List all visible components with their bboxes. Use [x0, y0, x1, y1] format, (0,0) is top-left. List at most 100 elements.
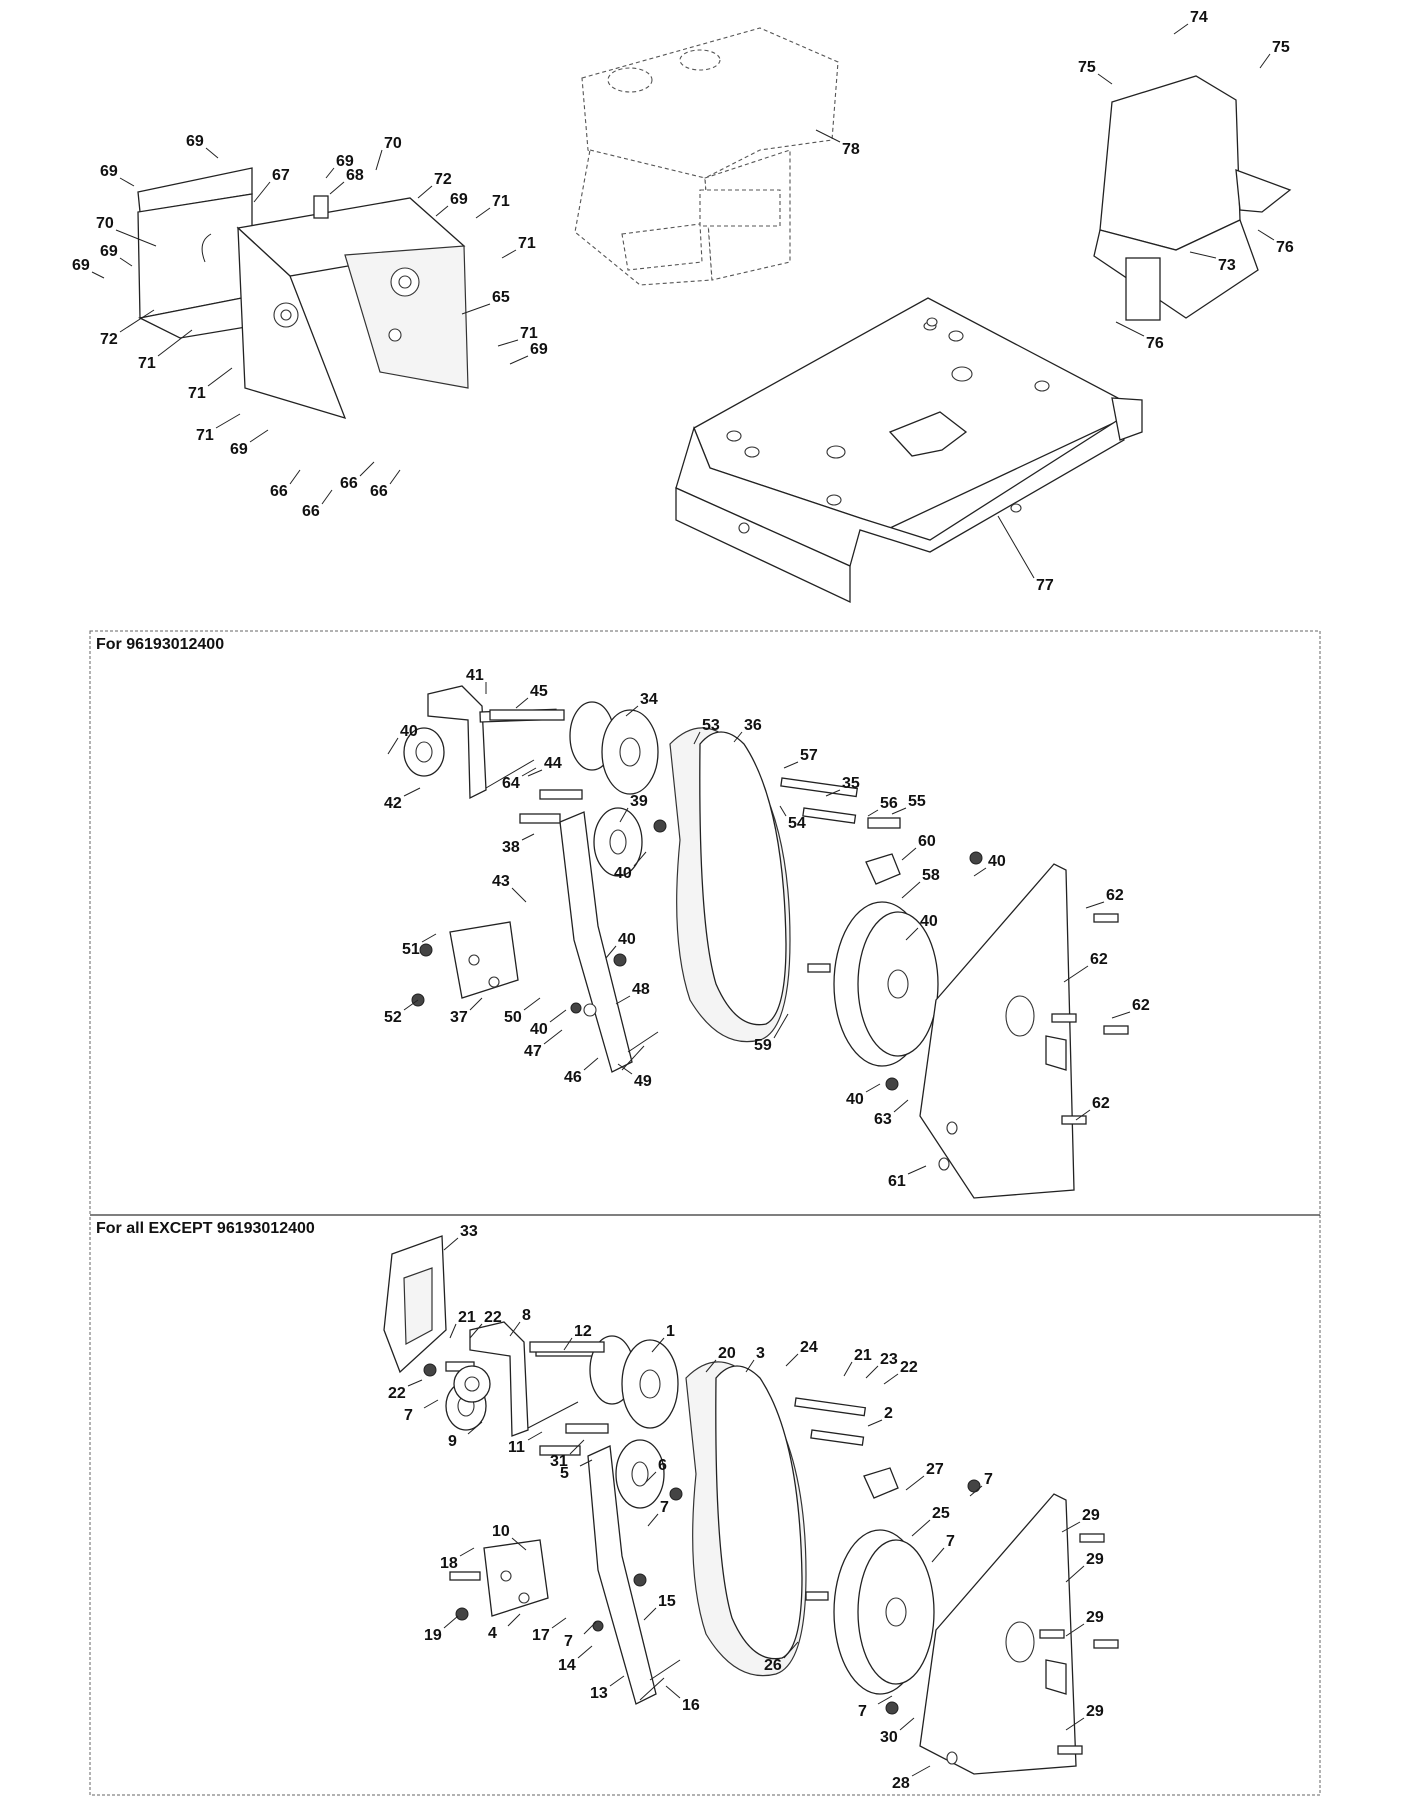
callout-leader-line: [899, 1717, 915, 1731]
callout-leader-line: [475, 207, 491, 219]
belt-drawing-mid: [669, 727, 791, 1043]
callout-label: 40: [988, 853, 1006, 870]
callout-leader-line: [745, 1359, 755, 1373]
callout-leader-line: [625, 705, 639, 717]
callout-leader-line: [375, 149, 383, 171]
callout-label: 71: [520, 325, 538, 342]
callout-label: 40: [618, 931, 636, 948]
callout-leader-line: [119, 177, 135, 187]
callout-label: 77: [1036, 577, 1054, 594]
callout-label: 76: [1276, 239, 1294, 256]
callout-leader-line: [969, 1485, 983, 1497]
callout-label: 71: [138, 355, 156, 372]
callout-leader-line: [931, 1547, 945, 1563]
callout-leader-line: [501, 249, 517, 259]
callout-leader-line: [1065, 1717, 1085, 1731]
callout-leader-line: [773, 1013, 789, 1039]
callout-label: 48: [632, 981, 650, 998]
callout-label: 71: [196, 427, 214, 444]
callout-label: 45: [530, 683, 548, 700]
callout-label: 65: [492, 289, 510, 306]
section-frame-middle: [89, 630, 1321, 1216]
callout-leader-line: [883, 1373, 899, 1385]
callout-label: 63: [874, 1111, 892, 1128]
callout-leader-line: [563, 1337, 573, 1351]
callout-leader-line: [443, 1237, 459, 1251]
callout-label: 26: [764, 1657, 782, 1674]
callout-label: 37: [450, 1009, 468, 1026]
callout-label: 69: [336, 153, 354, 170]
callout-label: 4: [488, 1625, 497, 1642]
callout-leader-line: [359, 461, 375, 477]
callout-label: 66: [302, 503, 320, 520]
callout-leader-line: [215, 413, 241, 429]
callout-leader-line: [865, 1365, 879, 1379]
callout-label: 10: [492, 1523, 510, 1540]
callout-leader-line: [509, 355, 529, 365]
callout-label: 61: [888, 1173, 906, 1190]
callout-label: 71: [188, 385, 206, 402]
callout-label: 29: [1082, 1507, 1100, 1524]
callout-leader-line: [549, 1009, 567, 1023]
callout-label: 53: [702, 717, 720, 734]
callout-label: 62: [1106, 887, 1124, 904]
callout-label: 7: [984, 1471, 993, 1488]
callout-leader-line: [1257, 229, 1275, 241]
section-title-lower: For all EXCEPT 96193012400: [96, 1220, 315, 1237]
callout-leader-line: [733, 731, 743, 743]
bracket-assembly-drawing: [137, 167, 469, 420]
callout-label: 58: [922, 867, 940, 884]
callout-label: 69: [100, 163, 118, 180]
callout-leader-line: [115, 229, 157, 247]
callout-label: 74: [1190, 9, 1208, 26]
callout-label: 9: [448, 1433, 457, 1450]
callout-label: 75: [1078, 59, 1096, 76]
callout-label: 15: [658, 1593, 676, 1610]
callout-leader-line: [461, 303, 491, 315]
callout-label: 51: [402, 941, 420, 958]
callout-leader-line: [825, 789, 841, 797]
drive-pulley-58-drawing: [833, 901, 939, 1067]
callout-label: 55: [908, 793, 926, 810]
drive-pulley-25-drawing: [833, 1529, 935, 1695]
callout-leader-line: [579, 1459, 593, 1467]
callout-label: 69: [100, 243, 118, 260]
callout-label: 5: [560, 1465, 569, 1482]
callout-label: 2: [884, 1405, 893, 1422]
callout-label: 11: [508, 1439, 525, 1456]
callout-leader-line: [521, 767, 537, 777]
callout-label: 71: [518, 235, 536, 252]
callout-label: 19: [424, 1627, 442, 1644]
callout-leader-line: [617, 1063, 633, 1075]
callout-leader-line: [497, 339, 519, 347]
callout-leader-line: [527, 1431, 543, 1441]
callout-label: 46: [564, 1069, 582, 1086]
callout-label: 33: [460, 1223, 478, 1240]
callout-label: 22: [388, 1385, 406, 1402]
callout-label: 3: [756, 1345, 765, 1362]
callout-label: 40: [920, 913, 938, 930]
callout-label: 62: [1090, 951, 1108, 968]
callout-leader-line: [507, 1613, 521, 1627]
callout-leader-line: [527, 769, 543, 777]
callout-leader-line: [387, 737, 399, 755]
callout-leader-line: [905, 1475, 925, 1491]
callout-leader-line: [403, 999, 419, 1011]
callout-leader-line: [119, 309, 155, 333]
callout-label: 69: [230, 441, 248, 458]
callout-leader-line: [843, 1361, 853, 1377]
callout-leader-line: [877, 1695, 893, 1705]
callout-leader-line: [329, 181, 345, 195]
callout-label: 8: [522, 1307, 531, 1324]
callout-label: 69: [450, 191, 468, 208]
callout-label: 1: [666, 1323, 675, 1340]
callout-label: 76: [1146, 335, 1164, 352]
callout-leader-line: [423, 1399, 439, 1409]
callout-leader-line: [389, 469, 401, 485]
section-title-middle: For 96193012400: [96, 636, 225, 653]
